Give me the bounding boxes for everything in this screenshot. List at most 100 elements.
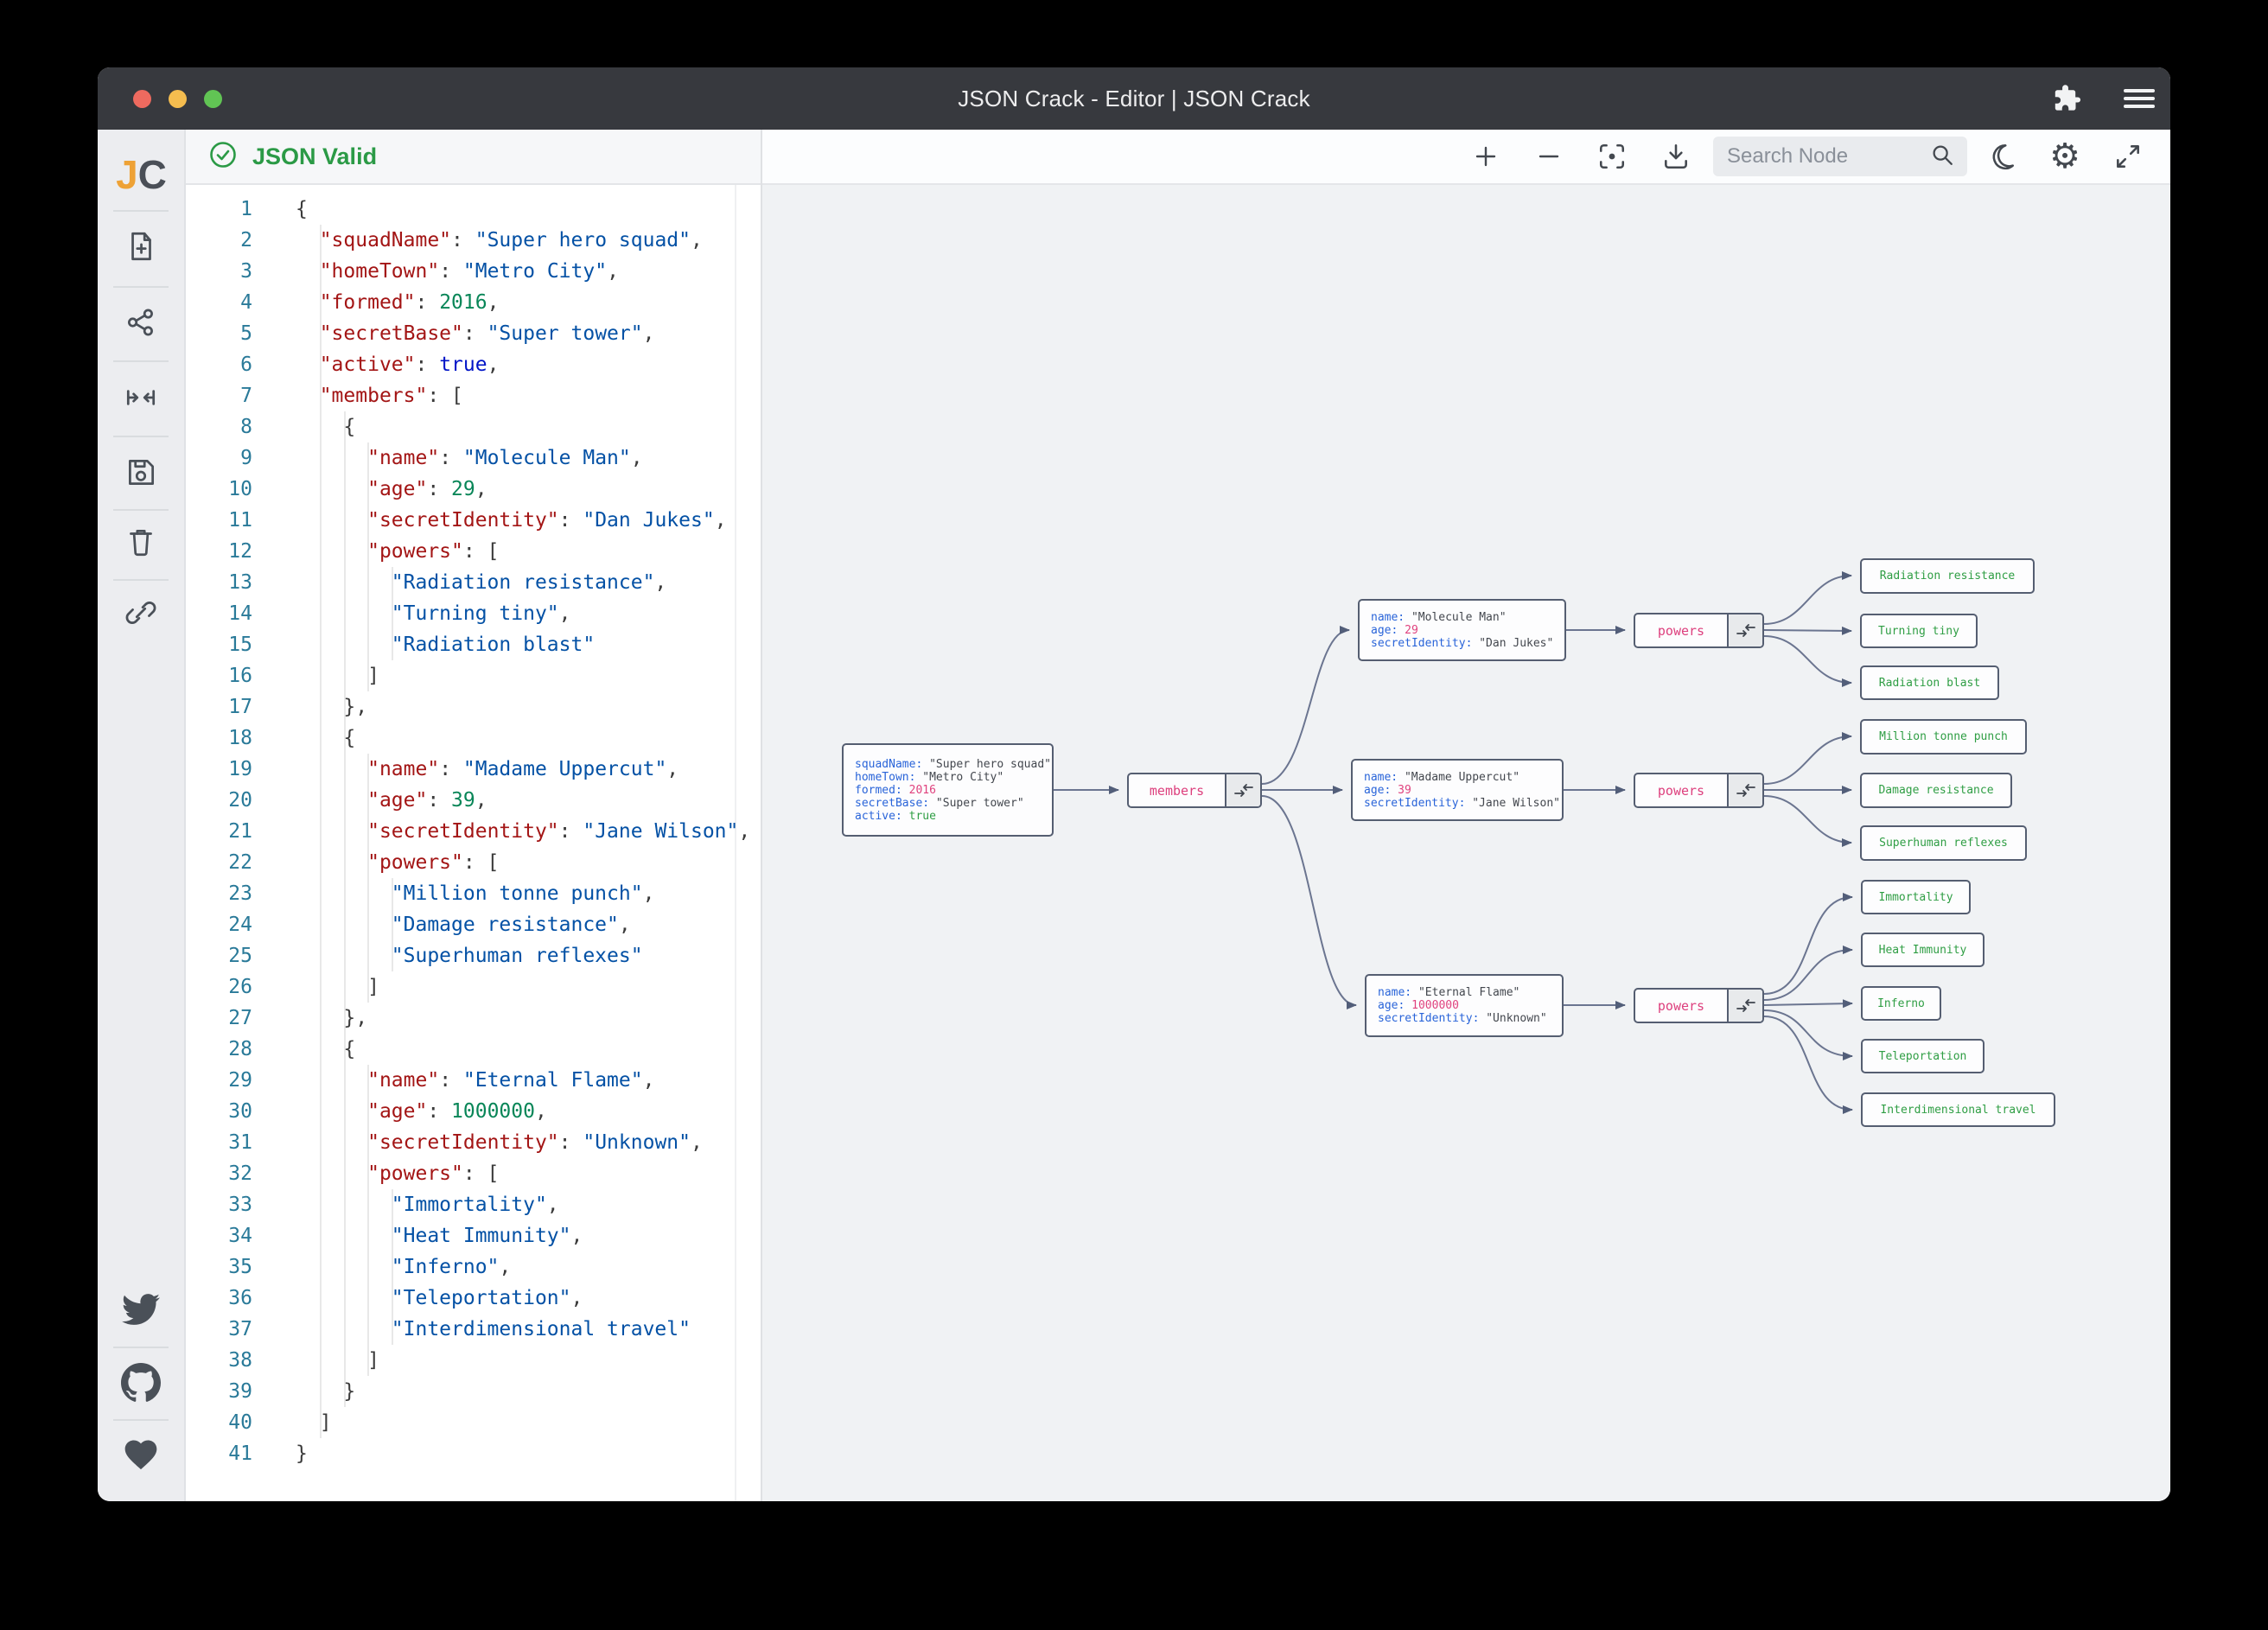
sidebar-divider [113, 286, 169, 288]
graph-node-powers[interactable]: powers [1634, 988, 1764, 1023]
graph-node-power-leaf[interactable]: Teleportation [1861, 1039, 1984, 1073]
code-line: 34 "Heat Immunity", [186, 1220, 761, 1251]
sponsor-link[interactable] [98, 1432, 184, 1480]
line-number: 28 [228, 1038, 252, 1060]
close-window-button[interactable] [133, 89, 151, 108]
graph-edges [1054, 571, 1853, 1114]
center-view-button[interactable] [1592, 137, 1632, 176]
node-row: name: "Molecule Man" [1371, 610, 1507, 624]
collapse-node-button[interactable] [1727, 774, 1762, 806]
save-button[interactable] [98, 449, 184, 498]
code-text: "name": "Molecule Man", [367, 447, 643, 469]
code-text: "Superhuman reflexes" [391, 945, 643, 967]
share-button[interactable] [98, 590, 184, 639]
code-text: "members": [ [319, 385, 463, 407]
search-node-input[interactable] [1725, 143, 1929, 169]
powers-label: powers [1657, 782, 1705, 799]
graph-node-power-leaf[interactable]: Heat Immunity [1861, 933, 1984, 967]
indent-guide [392, 567, 393, 660]
visualizer-button[interactable] [98, 300, 184, 348]
node-row: age: 1000000 [1378, 999, 1459, 1012]
graph-node-power-leaf[interactable]: Superhuman reflexes [1860, 825, 2027, 861]
fullscreen-button[interactable] [2108, 137, 2148, 176]
zoom-out-button[interactable] [1529, 137, 1569, 176]
settings-button[interactable]: ⚙ [2045, 137, 2085, 176]
minus-icon [1539, 155, 1559, 158]
code-line: 9 "name": "Molecule Man", [186, 443, 761, 474]
extensions-puzzle-icon[interactable] [2051, 83, 2082, 114]
code-text: "age": 1000000, [367, 1100, 547, 1123]
minimize-window-button[interactable] [169, 89, 187, 108]
indent-guide [367, 1065, 369, 1376]
code-line: 32 "powers": [ [186, 1158, 761, 1189]
collapse-node-button[interactable] [1727, 990, 1762, 1022]
code-line: 5 "secretBase": "Super tower", [186, 318, 761, 349]
code-text: "age": 39, [367, 789, 487, 812]
zoom-in-button[interactable] [1466, 137, 1506, 176]
maximize-window-button[interactable] [204, 89, 222, 108]
graph-node-powers[interactable]: powers [1634, 773, 1764, 808]
code-text: "name": "Madame Uppercut", [367, 758, 679, 780]
code-line: 29 "name": "Eternal Flame", [186, 1065, 761, 1096]
collapse-node-button[interactable] [1727, 614, 1762, 646]
dark-mode-toggle[interactable] [1982, 137, 2022, 176]
graph-node-power-leaf[interactable]: Turning tiny [1860, 614, 1978, 648]
fit-width-button[interactable] [98, 375, 184, 423]
new-file-button[interactable] [98, 224, 184, 272]
indent-guide [392, 1189, 393, 1345]
twitter-link[interactable] [98, 1287, 184, 1335]
json-code-editor[interactable]: 1{2 "squadName": "Super hero squad",3 "h… [186, 185, 761, 1501]
line-number: 4 [240, 291, 252, 314]
collapse-arrows-icon [1736, 623, 1755, 637]
code-line: 3 "homeTown": "Metro City", [186, 256, 761, 287]
code-text: }, [343, 696, 368, 718]
graph-node-power-leaf[interactable]: Inferno [1861, 986, 1941, 1021]
code-line: 6 "active": true, [186, 349, 761, 380]
graph-node-root[interactable]: squadName: "Super hero squad"homeTown: "… [842, 743, 1054, 837]
code-text: "squadName": "Super hero squad", [319, 229, 703, 252]
trash-icon [123, 524, 159, 564]
line-number: 20 [228, 789, 252, 812]
delete-button[interactable] [98, 519, 184, 568]
graph-node-members[interactable]: members [1127, 773, 1262, 808]
line-number: 29 [228, 1069, 252, 1092]
collapse-width-icon [123, 379, 159, 420]
graph-node-power-leaf[interactable]: Radiation resistance [1860, 558, 2035, 594]
code-line: 15 "Radiation blast" [186, 629, 761, 660]
code-line: 13 "Radiation resistance", [186, 567, 761, 598]
line-number: 36 [228, 1287, 252, 1309]
graph-node-power-leaf[interactable]: Immortality [1861, 880, 1971, 914]
code-text: "secretIdentity": "Dan Jukes", [367, 509, 727, 532]
code-line: 18 { [186, 723, 761, 754]
graph-node-powers[interactable]: powers [1634, 613, 1764, 648]
code-text: "Radiation resistance", [391, 571, 667, 594]
search-node-box [1713, 137, 1967, 176]
collapse-node-button[interactable] [1225, 774, 1260, 806]
code-text: "Damage resistance", [391, 914, 631, 936]
graph-node-power-leaf[interactable]: Interdimensional travel [1861, 1092, 2055, 1127]
graph-panel: ⚙ [762, 130, 2170, 1501]
code-text: ] [367, 976, 379, 998]
collapse-arrows-icon [1233, 783, 1253, 797]
indent-guide [367, 443, 369, 691]
github-link[interactable] [98, 1360, 184, 1409]
line-number: 5 [240, 322, 252, 345]
sidebar-divider [113, 436, 169, 437]
line-number: 25 [228, 945, 252, 967]
graph-node-power-leaf[interactable]: Damage resistance [1860, 773, 2012, 808]
graph-node-power-leaf[interactable]: Million tonne punch [1860, 719, 2027, 755]
line-number: 24 [228, 914, 252, 936]
download-image-button[interactable] [1656, 137, 1696, 176]
link-icon [123, 595, 159, 635]
code-line: 16 ] [186, 660, 761, 691]
code-line: 33 "Immortality", [186, 1189, 761, 1220]
window-title: JSON Crack - Editor | JSON Crack [958, 85, 1310, 111]
graph-node-power-leaf[interactable]: Radiation blast [1860, 665, 1999, 700]
menu-hamburger-icon[interactable] [2122, 84, 2157, 113]
code-text: "homeTown": "Metro City", [319, 260, 619, 283]
